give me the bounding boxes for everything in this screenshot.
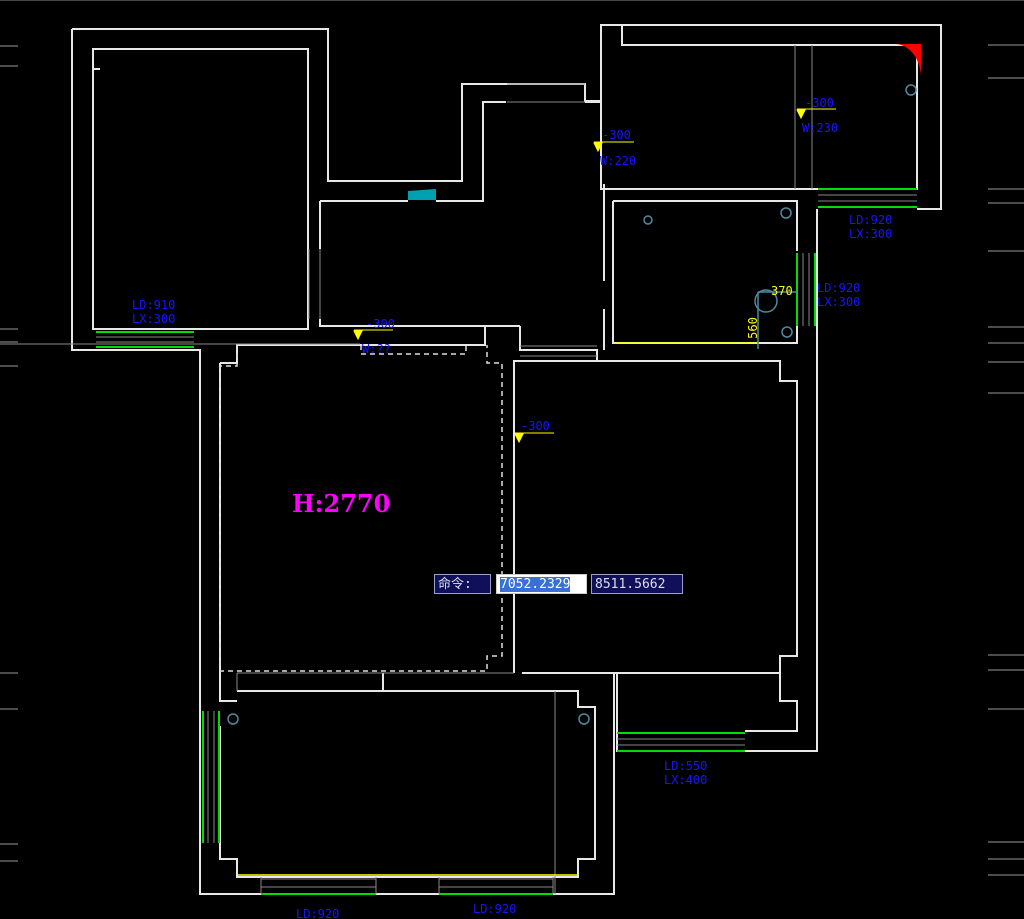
fixtures: [227, 84, 917, 725]
level-markers: [353, 108, 836, 444]
window-lx: LX:300: [132, 312, 176, 326]
level-value: -300: [805, 96, 834, 110]
corner-marker: [895, 44, 921, 78]
windows: [96, 188, 917, 895]
dimension-b: 560: [745, 317, 760, 339]
room-height-label: H:2770: [292, 489, 391, 518]
door-symbol: [408, 189, 436, 200]
window-panes: [96, 194, 917, 894]
edge-ruler-ticks: [0, 44, 1024, 876]
window-ld: LD:550: [664, 759, 708, 773]
level-value: -300: [602, 128, 631, 142]
level-width: W:??: [362, 342, 391, 356]
level-value: -300: [366, 317, 395, 331]
level-width: W:230: [802, 121, 839, 135]
ceiling-outline: [219, 345, 503, 672]
thin-lines: [0, 45, 813, 894]
window-lx: LX:300: [849, 227, 893, 241]
window-ld: LD:920: [473, 902, 517, 916]
window-ld: LD:920: [817, 281, 861, 295]
command-label: 命令:: [434, 574, 491, 594]
level-width: W:220: [600, 154, 637, 168]
level-value: -300: [521, 419, 550, 433]
y-coordinate-input[interactable]: 8511.5662: [591, 574, 683, 594]
x-coordinate-input[interactable]: 7052.2329: [496, 574, 587, 594]
window-lx: LX:400: [664, 773, 708, 787]
yellow-lines: [237, 342, 760, 876]
window-ld: LD:920: [849, 213, 893, 227]
window-lx: LX:300: [817, 295, 861, 309]
window-ld: LD:910: [132, 298, 176, 312]
window-ld: LD:920: [296, 907, 340, 919]
x-coordinate-value: 7052.2329: [500, 577, 571, 592]
dimension-a: 370: [771, 284, 793, 298]
